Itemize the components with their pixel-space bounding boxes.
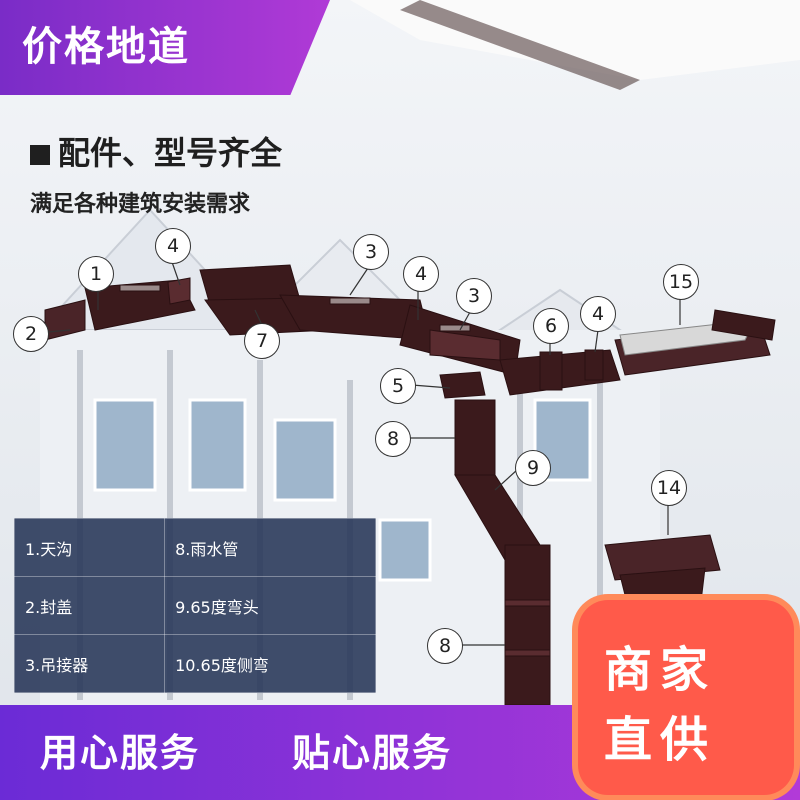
parts-legend-table: 1.天沟 8.雨水管 2.封盖 9.65度弯头 3.吊接器 10.65度侧弯	[13, 518, 376, 693]
callout-14: 14	[651, 470, 687, 506]
legend-cell: 1.天沟	[13, 518, 166, 577]
table-row: 3.吊接器 10.65度侧弯	[13, 634, 376, 693]
table-row: 1.天沟 8.雨水管	[13, 518, 376, 577]
callout-2: 2	[13, 316, 49, 352]
callout-4-left: 4	[155, 228, 191, 264]
section-subtitle: 满足各种建筑安装需求	[30, 192, 251, 217]
bottom-left-slogan: 用心服务	[40, 731, 201, 775]
top-banner-text: 价格地道	[22, 24, 190, 70]
legend-cell: 9.65度弯头	[164, 576, 376, 635]
callout-15: 15	[663, 264, 699, 300]
title-bullet-icon	[30, 145, 50, 165]
callout-9: 9	[515, 450, 551, 486]
callout-7: 7	[244, 323, 280, 359]
callout-4-right: 4	[580, 296, 616, 332]
bottom-right-slogan: 贴心服务	[292, 731, 453, 775]
gutter-system-illustration	[44, 261, 776, 706]
callout-8-bottom: 8	[427, 628, 463, 664]
table-row: 2.封盖 9.65度弯头	[13, 576, 376, 635]
callout-3-mid: 3	[456, 278, 492, 314]
badge-line-2: 直供	[604, 712, 717, 768]
direct-supply-badge	[578, 600, 794, 795]
callout-4-mid: 4	[403, 256, 439, 292]
callout-8-top: 8	[375, 421, 411, 457]
section-title: 配件、型号齐全	[30, 128, 282, 174]
callout-1: 1	[78, 256, 114, 292]
legend-cell: 10.65度侧弯	[164, 634, 376, 693]
legend-cell: 2.封盖	[13, 576, 166, 635]
callout-5: 5	[380, 368, 416, 404]
title-text: 配件、型号齐全	[58, 134, 283, 172]
legend-cell: 3.吊接器	[13, 634, 166, 693]
callout-3-left: 3	[353, 234, 389, 270]
top-banner	[0, 0, 330, 95]
badge-line-1: 商家	[604, 642, 717, 698]
legend-cell: 8.雨水管	[164, 518, 376, 577]
callout-6: 6	[533, 308, 569, 344]
